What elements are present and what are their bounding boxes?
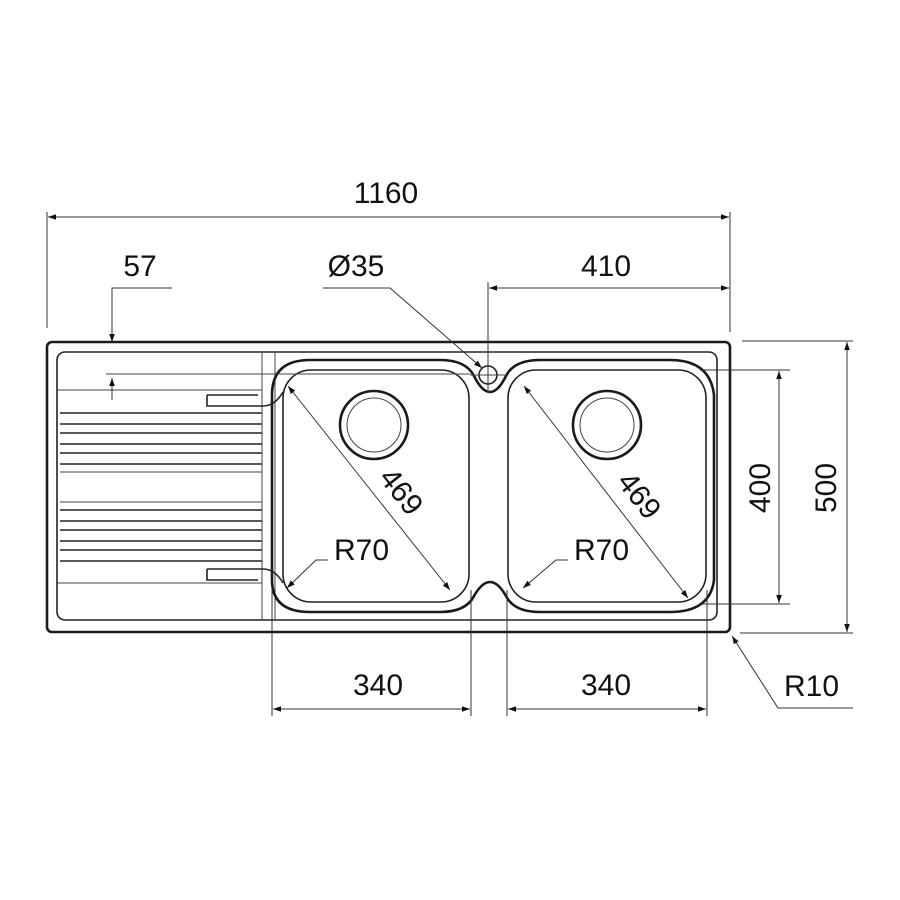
dim-tap-hole: Ø35: [323, 250, 483, 369]
dim-bowl-depth: 400: [700, 369, 790, 605]
drain-right-inner: [579, 397, 635, 453]
label-radius-left: R70: [334, 534, 389, 567]
label-bowl-width-right: 340: [581, 669, 631, 702]
drain-left-outer: [338, 389, 410, 461]
label-diagonal-right: 469: [610, 466, 667, 526]
dim-bowl-width-left: 340: [271, 590, 472, 716]
outer-rim: [45, 340, 732, 634]
label-bowl-width-left: 340: [353, 669, 403, 702]
drain-right-outer: [571, 389, 643, 461]
sink-body: [45, 340, 732, 634]
dim-overall-depth: 500: [740, 340, 853, 634]
dim-tap-to-edge: 410: [487, 250, 729, 388]
label-bowl-depth: 400: [744, 463, 777, 513]
bowl-left-inner: [282, 369, 470, 603]
label-diagonal-left: 469: [372, 462, 429, 522]
label-corner-radius: R10: [784, 670, 839, 703]
dim-bowl-width-right: 340: [506, 590, 708, 716]
bowl-combined-outline: [270, 358, 716, 614]
dim-radius-right: R70: [522, 534, 629, 589]
inner-rim: [56, 351, 718, 621]
dim-overall-width: 1160: [46, 177, 731, 332]
dim-drainer-offset: 57: [106, 250, 470, 400]
bowl-right: [507, 369, 707, 603]
dim-radius-left: R70: [286, 534, 389, 589]
drainer-ribs: [57, 389, 284, 584]
drain-left-inner: [346, 397, 402, 453]
bowl-right-inner: [507, 369, 707, 603]
label-drainer-offset: 57: [123, 250, 156, 283]
label-overall-width: 1160: [354, 177, 419, 210]
dim-corner-radius: R10: [731, 635, 853, 709]
label-overall-depth: 500: [810, 463, 843, 513]
label-radius-right: R70: [574, 534, 629, 567]
label-tap-to-edge: 410: [581, 250, 631, 283]
label-tap-hole-diameter: Ø35: [328, 250, 385, 283]
